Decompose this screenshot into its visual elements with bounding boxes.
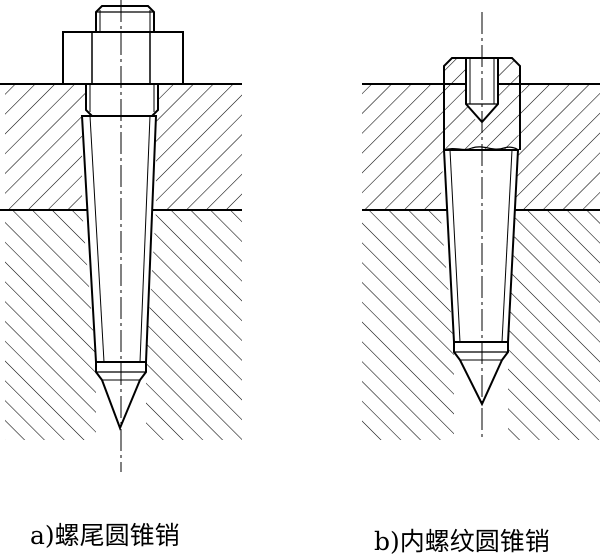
upper-plate-left-a (5, 84, 86, 210)
pin-edge-left-a (89, 115, 105, 363)
pin-tip-a (95, 361, 147, 431)
assembly-a (0, 0, 242, 472)
pin-edge-right-b (501, 149, 513, 343)
upper-plate-left-b (362, 84, 444, 210)
lower-plate-left-a (5, 210, 96, 440)
pin-edge-right-a (139, 115, 151, 363)
upper-plate-right-a (156, 84, 242, 210)
caption-b: b)内螺纹圆锥销 (374, 527, 550, 556)
lower-plate-right-b (508, 210, 600, 440)
lower-plate-right-a (146, 210, 242, 440)
pin-tip-b (453, 341, 509, 407)
upper-plate-right-b (516, 84, 600, 210)
assembly-b (362, 12, 600, 440)
threaded-stud-top (95, 5, 155, 33)
pin-edge-left-b (449, 149, 461, 343)
nut (62, 31, 184, 85)
caption-a: a)螺尾圆锥销 (30, 521, 180, 550)
lower-plate-left-b (362, 210, 454, 440)
pin-head-section-left (444, 58, 520, 150)
threaded-neck (85, 83, 159, 117)
